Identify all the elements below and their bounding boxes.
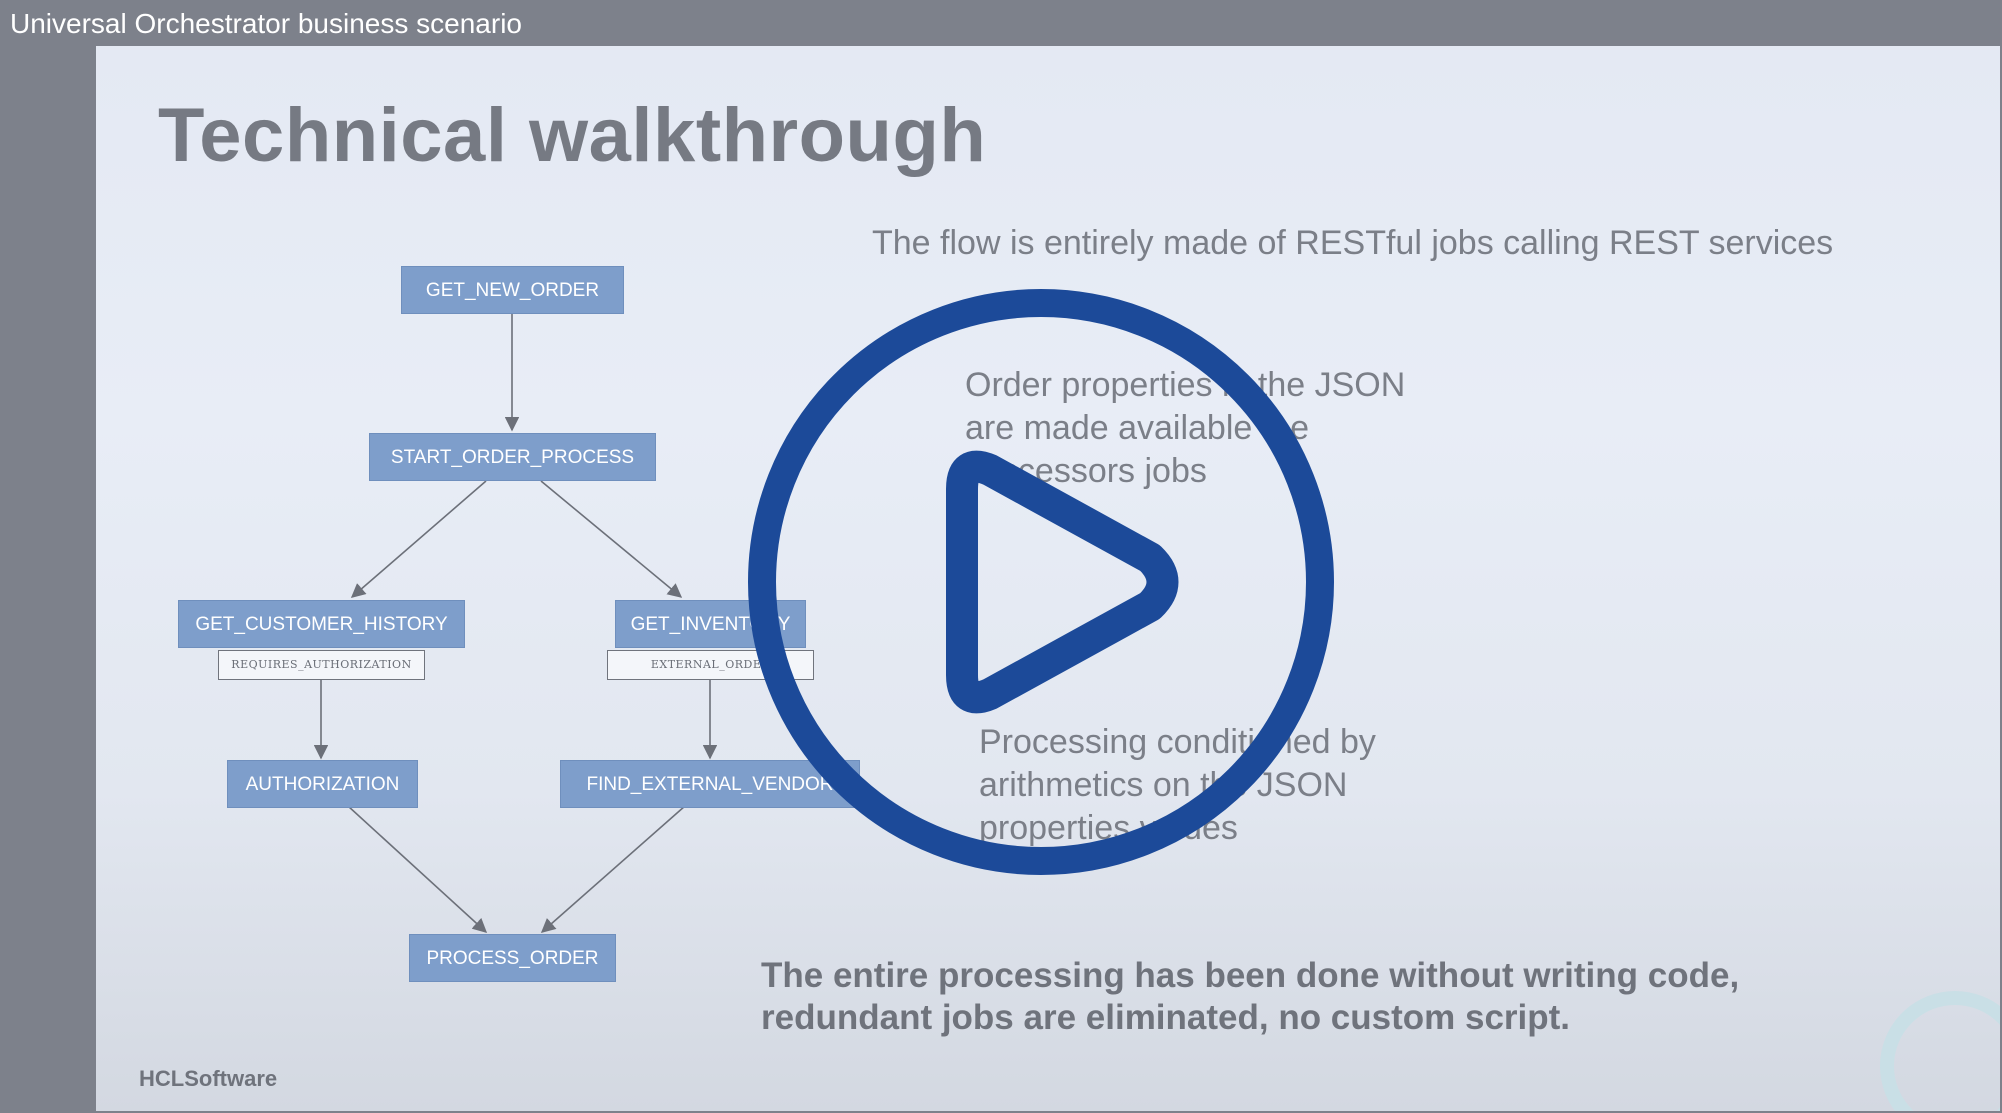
window-title: Universal Orchestrator business scenario xyxy=(10,8,522,39)
order-properties-line: Order properties in the JSON xyxy=(965,366,1406,404)
slide-title: Technical walkthrough xyxy=(158,93,987,178)
hclsoftware-logo: HCLSoftware xyxy=(139,1066,278,1091)
diagram-edges xyxy=(313,314,718,933)
summary-text: The entire processing has been done with… xyxy=(761,955,1861,1039)
node-start-order-process[interactable]: START_ORDER_PROCESS xyxy=(369,433,656,481)
summary-line: redundant jobs are eliminated, no custom… xyxy=(761,998,1571,1037)
edge-start-to-inventory xyxy=(540,480,683,598)
flow-description: The flow is entirely made of RESTful job… xyxy=(872,224,1834,262)
left-margin-bar xyxy=(0,48,96,1113)
node-get-new-order[interactable]: GET_NEW_ORDER xyxy=(401,266,624,314)
play-icon[interactable] xyxy=(748,289,1334,875)
window-title-bar: Universal Orchestrator business scenario xyxy=(0,0,2002,48)
presentation-slide: Technical walkthrough The flow is entire… xyxy=(96,46,2000,1111)
node-authorization[interactable]: AUTHORIZATION xyxy=(227,760,418,808)
edge-authorization-to-process-order xyxy=(347,805,488,933)
edge-start-to-customer-history xyxy=(350,480,487,598)
node-find-external-vendor[interactable]: FIND_EXTERNAL_VENDOR xyxy=(560,760,860,808)
summary-line: The entire processing has been done with… xyxy=(761,956,1740,995)
edge-external-vendor-to-process-order xyxy=(540,805,686,933)
node-process-order[interactable]: PROCESS_ORDER xyxy=(409,934,616,982)
node-get-customer-history[interactable]: GET_CUSTOMER_HISTORY xyxy=(178,600,465,648)
processing-line: Processing conditioned by xyxy=(979,723,1376,761)
condition-requires-authorization: REQUIRES_AUTHORIZATION xyxy=(218,650,425,680)
processing-line: arithmetics on the JSON xyxy=(979,766,1348,804)
